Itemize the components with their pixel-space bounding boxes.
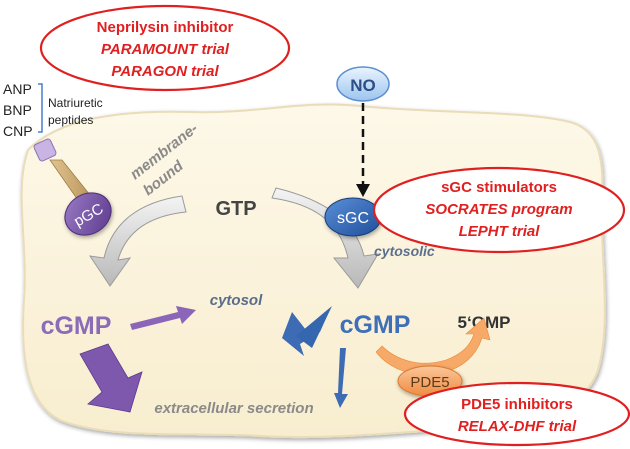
paragon-trial: PARAGON trial — [111, 63, 219, 80]
sgc-enzyme: sGC — [324, 197, 382, 237]
anp-label: ANP — [3, 81, 32, 97]
extracellular-secretion-label: extracellular secretion — [154, 400, 313, 417]
cgmp-to-cytosol-arrow — [130, 306, 196, 330]
pgc-enzyme: pGC — [64, 192, 112, 236]
neprilysin-title: Neprilysin inhibitor — [97, 19, 234, 36]
pde5-inhibitors-callout: PDE5 inhibitors RELAX-DHF trial — [403, 381, 630, 447]
sgc-stimulators-title: sGC stimulators — [441, 179, 557, 196]
paramount-trial: PARAMOUNT trial — [101, 41, 230, 58]
cgmp-blue-arrow-head — [296, 306, 332, 348]
natriuretic-peptides-group: ANP BNP CNP Natriuretic peptides — [3, 81, 103, 139]
no-label: NO — [350, 76, 376, 95]
peptide-bracket — [38, 83, 43, 133]
cgmp-left-label: cGMP — [41, 312, 112, 340]
pde5-label: PDE5 — [410, 374, 449, 391]
cgmp-secretion-arrow-left — [79, 343, 143, 413]
gtp-to-cgmp-left-arrow — [88, 195, 187, 287]
natriuretic-label: Natriuretic — [48, 96, 103, 110]
cgmp-secretion-arrow-right — [334, 348, 348, 408]
peptides-label: peptides — [48, 113, 93, 127]
no-molecule: NO — [336, 66, 390, 102]
cytosolic-label: cytosolic — [374, 243, 435, 259]
relax-dhf-trial: RELAX-DHF trial — [458, 418, 577, 435]
no-to-sgc-arrowhead — [356, 184, 370, 197]
pde5-enzyme: PDE5 — [397, 365, 463, 397]
neprilysin-callout: Neprilysin inhibitor PARAMOUNT trial PAR… — [39, 4, 291, 92]
sgc-label: sGC — [337, 210, 369, 227]
cytosol-label: cytosol — [210, 292, 263, 309]
peptide-ligand-icon — [33, 138, 57, 162]
gtp-to-cgmp-right-arrow — [271, 187, 379, 289]
gtp-label: GTP — [215, 198, 256, 220]
sgc-stimulators-callout: sGC stimulators SOCRATES program LEPHT t… — [372, 166, 626, 254]
cgmp-right-label: cGMP — [340, 311, 411, 339]
lepht-trial: LEPHT trial — [459, 223, 541, 240]
pde5-inhibitors-title: PDE5 inhibitors — [461, 396, 573, 413]
bnp-label: BNP — [3, 102, 32, 118]
socrates-program: SOCRATES program — [425, 201, 572, 218]
cnp-label: CNP — [3, 123, 33, 139]
